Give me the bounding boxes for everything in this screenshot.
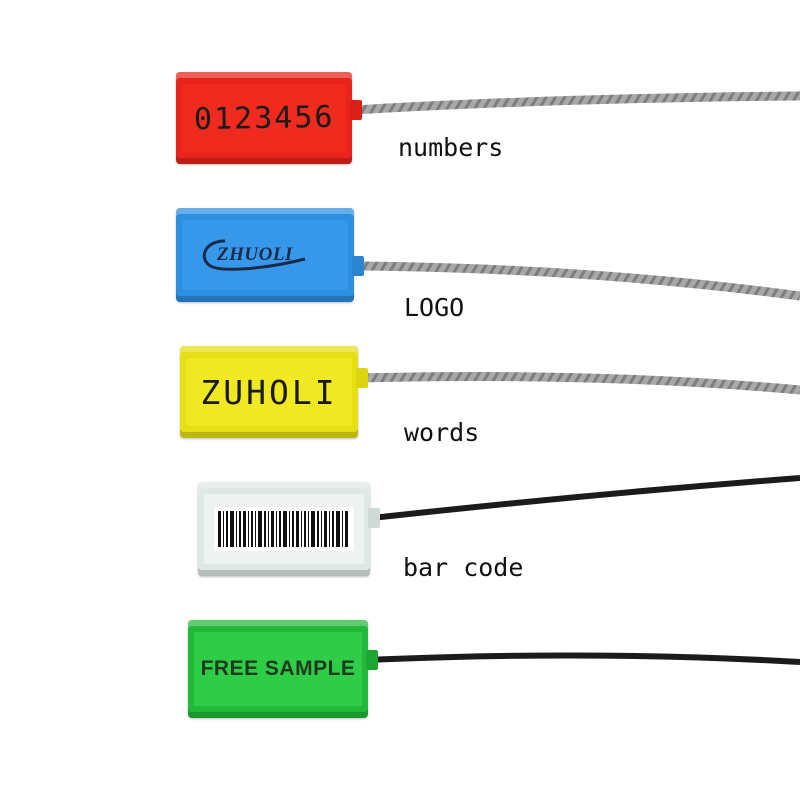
red-seal-face: 0123456 [182,84,346,152]
black-cable-4 [371,475,800,521]
black-cable-5 [367,652,800,665]
caption-words: words [404,418,480,447]
white-seal-collar [368,508,380,528]
engraving-free-sample: FREE SAMPLE [200,657,356,680]
barcode-icon [214,507,354,551]
white-seal-face [204,494,364,564]
blue-seal-face: ZHUOLI [182,220,348,290]
blue-cable-seal: ZHUOLI [176,208,354,302]
yellow-seal-collar [356,368,368,388]
steel-cable-1 [351,91,800,115]
steel-cable-3 [359,372,800,395]
red-cable-seal: 0123456 [176,72,352,164]
red-seal-collar [350,100,362,120]
caption-logo: LOGO [404,293,465,322]
engraving-words: ZUHOLI [200,372,338,412]
blue-seal-collar [352,256,364,276]
caption-bar-code: bar code [403,553,524,582]
logo-text: ZHUOLI [217,244,293,265]
green-seal-collar [366,650,378,670]
zhuoli-logo: ZHUOLI [195,235,335,275]
engraving-numbers: 0123456 [193,99,335,137]
caption-numbers: numbers [398,133,504,162]
yellow-seal-face: ZUHOLI [186,358,352,426]
green-cable-seal: FREE SAMPLE [188,620,368,718]
green-seal-face: FREE SAMPLE [194,632,362,706]
steel-cable-2 [355,261,800,301]
yellow-cable-seal: ZUHOLI [180,346,358,438]
white-cable-seal [198,482,370,576]
logo-swoosh-icon [202,239,306,271]
